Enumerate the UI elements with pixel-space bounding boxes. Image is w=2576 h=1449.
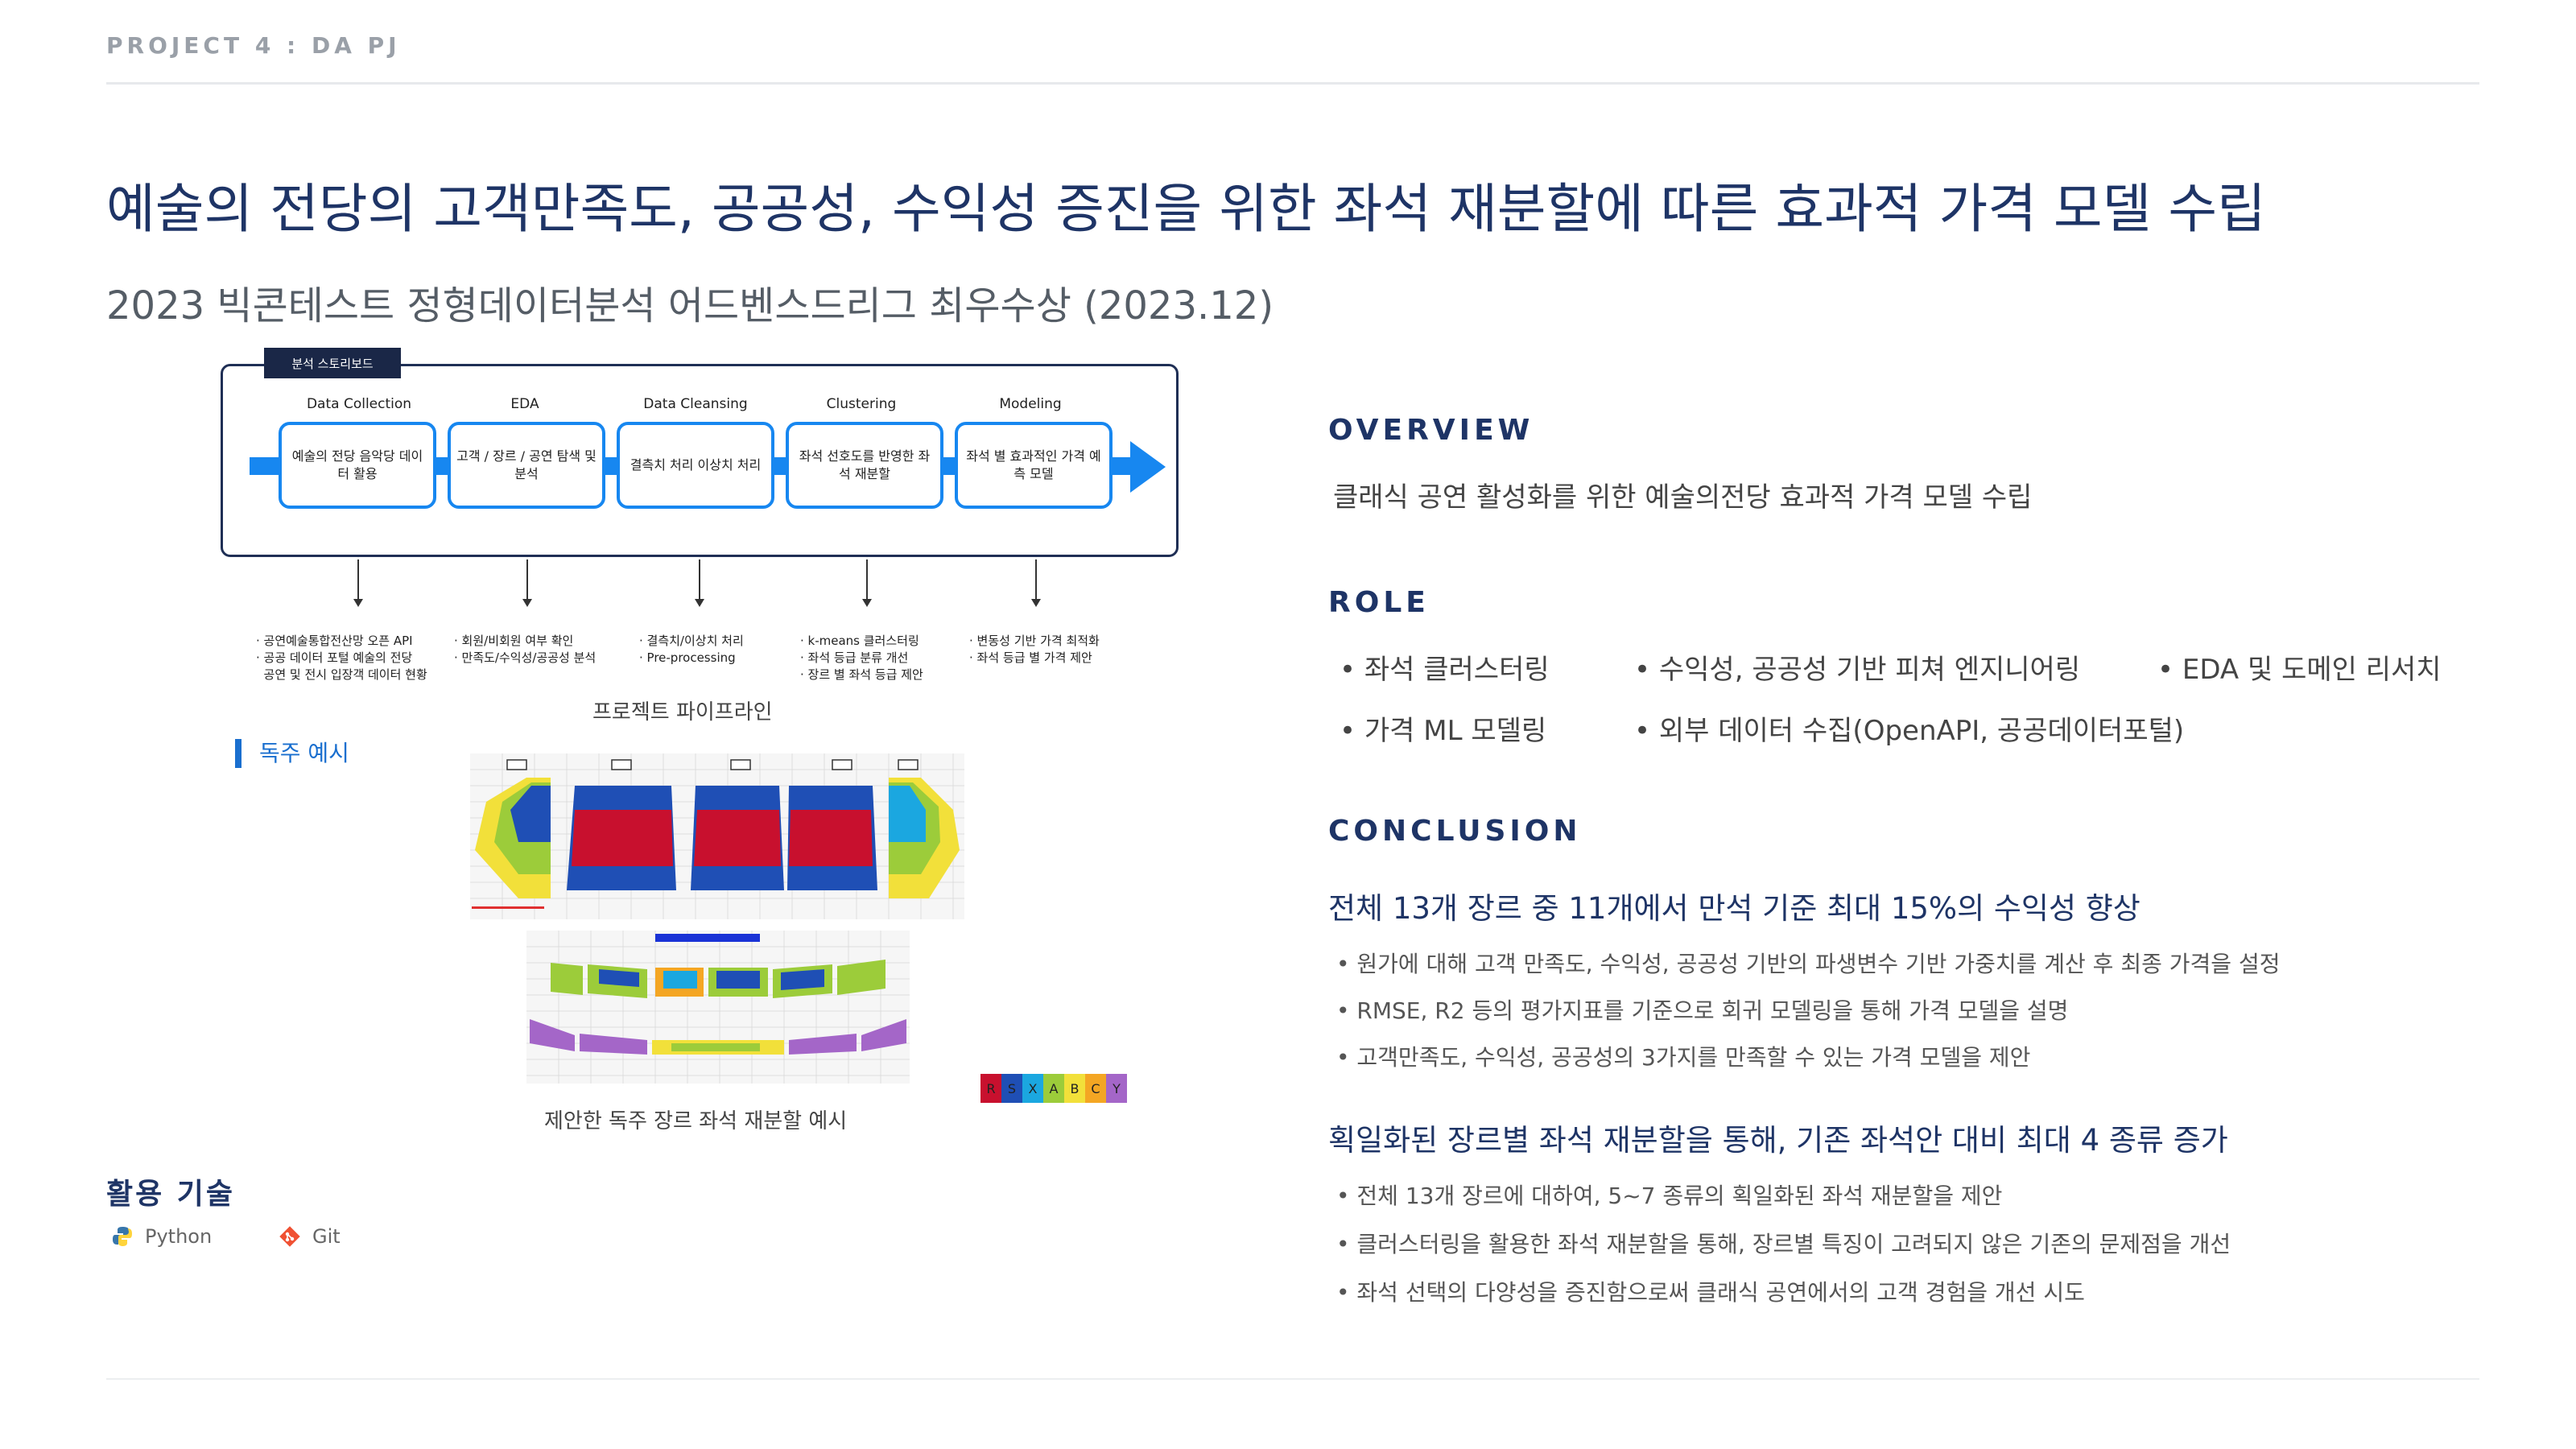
detail-line: · 결측치/이상치 처리: [639, 634, 744, 648]
page-title: 예술의 전당의 고객만족도, 공공성, 수익성 증진을 위한 좌석 재분할에 따…: [106, 178, 2266, 240]
git-icon: [279, 1226, 300, 1247]
detail-line: · 변동성 기반 가격 최적화: [969, 634, 1100, 648]
pipeline-tag: 분석 스토리보드: [264, 348, 401, 378]
conclusion-bullet: • 좌석 선택의 다양성을 증진함으로써 클래식 공연에서의 고객 경험을 개선…: [1336, 1279, 2085, 1306]
legend-s: S: [1001, 1074, 1022, 1103]
stage-box-modeling: 좌석 별 효과적인 가격 예측 모델: [955, 422, 1113, 509]
tech-name: Git: [312, 1225, 341, 1248]
stage-details-modeling: · 변동성 기반 가격 최적화 · 좌석 등급 별 가격 제안: [969, 633, 1100, 667]
stage-label-clustering: Clustering: [826, 396, 897, 412]
connector-arrow: [522, 599, 532, 607]
stage-label-modeling: Modeling: [999, 396, 1062, 412]
legend-a: A: [1043, 1074, 1064, 1103]
role-item: • EDA 및 도메인 리서치: [2157, 654, 2442, 686]
tech-name: Python: [145, 1225, 213, 1248]
detail-line: · 회원/비회원 여부 확인: [454, 634, 574, 648]
overview-text: 클래식 공연 활성화를 위한 예술의전당 효과적 가격 모델 수립: [1333, 481, 2033, 514]
tech-item-git: Git: [279, 1225, 341, 1248]
connector-line: [1035, 559, 1037, 601]
detail-line: · 만족도/수익성/공공성 분석: [454, 650, 597, 665]
detail-line: · 좌석 등급 분류 개선: [800, 650, 909, 665]
conclusion-bullet: • 고객만족도, 수익성, 공공성의 3가지를 만족할 수 있는 가격 모델을 …: [1336, 1044, 2031, 1071]
conclusion-heading: CONCLUSION: [1328, 815, 1582, 848]
connector-arrow: [353, 599, 363, 607]
connector-arrow: [1031, 599, 1041, 607]
stage-label-eda: EDA: [510, 396, 539, 412]
conclusion-bullet: • 원가에 대해 고객 만족도, 수익성, 공공성 기반의 파생변수 기반 가중…: [1336, 951, 2281, 977]
stage-box-clustering: 좌석 선호도를 반영한 좌석 재분할: [786, 422, 943, 509]
detail-line: · Pre-processing: [639, 650, 736, 665]
stage-label-cleansing: Data Cleansing: [643, 396, 748, 412]
role-item: • 좌석 클러스터링: [1340, 654, 1550, 686]
top-divider: [106, 82, 2479, 85]
conclusion-bullet: • 클러스터링을 활용한 좌석 재분할을 통해, 장르별 특징이 고려되지 않은…: [1336, 1231, 2231, 1257]
connector-line: [526, 559, 528, 601]
pipeline-frame: [221, 364, 1179, 557]
detail-line: · 장르 별 좌석 등급 제안: [800, 667, 923, 682]
stage-details-eda: · 회원/비회원 여부 확인 · 만족도/수익성/공공성 분석: [454, 633, 596, 667]
stage-details-collection: · 공연예술통합전산망 오픈 API · 공공 데이터 포털 예술의 전당 공연…: [256, 633, 427, 683]
proposed-seat-map-image: [526, 931, 910, 1084]
connector-arrow: [862, 599, 872, 607]
tech-item-python: Python: [111, 1225, 212, 1248]
connector-line: [357, 559, 359, 601]
connector-line: [866, 559, 868, 601]
stage-box-cleansing: 결측치 처리 이상치 처리: [617, 422, 774, 509]
overview-heading: OVERVIEW: [1328, 414, 1534, 447]
bottom-divider: [106, 1378, 2479, 1380]
detail-line: · 공연예술통합전산망 오픈 API: [256, 634, 413, 648]
connector-arrow: [695, 599, 704, 607]
detail-line: 공연 및 전시 입장객 데이터 현황: [256, 667, 427, 682]
pipeline-arrow-head: [1130, 441, 1166, 493]
conclusion-block-title: 전체 13개 장르 중 11개에서 만석 기준 최대 15%의 수익성 향상: [1328, 891, 2140, 926]
page-subtitle: 2023 빅콘테스트 정형데이터분석 어드벤스드리그 최우수상 (2023.12…: [106, 283, 1274, 328]
legend-r: R: [980, 1074, 1001, 1103]
conclusion-bullet: • 전체 13개 장르에 대하여, 5~7 종류의 획일화된 좌석 재분할을 제…: [1336, 1183, 2003, 1209]
role-item: • 수익성, 공공성 기반 피쳐 엔지니어링: [1634, 654, 2081, 686]
legend-b: B: [1064, 1074, 1085, 1103]
example-caption: 제안한 독주 장르 좌석 재분할 예시: [544, 1109, 848, 1133]
stage-label-collection: Data Collection: [306, 396, 412, 412]
stage-box-collection: 예술의 전당 음악당 데이터 활용: [279, 422, 436, 509]
original-seat-map-image: [470, 753, 964, 919]
python-icon: [113, 1227, 132, 1246]
seat-grade-legend: R S X A B C Y: [980, 1074, 1127, 1103]
conclusion-block-title: 획일화된 장르별 좌석 재분할을 통해, 기존 좌석안 대비 최대 4 종류 증…: [1328, 1123, 2228, 1158]
example-label: 독주 예시: [235, 739, 349, 768]
detail-line: · k-means 클러스터링: [800, 634, 919, 648]
stage-details-cleansing: · 결측치/이상치 처리 · Pre-processing: [639, 633, 744, 667]
stage-details-clustering: · k-means 클러스터링 · 좌석 등급 분류 개선 · 장르 별 좌석 …: [800, 633, 923, 683]
pipeline-caption: 프로젝트 파이프라인: [592, 700, 773, 724]
detail-line: · 좌석 등급 별 가격 제안: [969, 650, 1092, 665]
role-heading: ROLE: [1328, 586, 1430, 619]
project-label: PROJECT 4 : DA PJ: [106, 32, 401, 59]
conclusion-bullet: • RMSE, R2 등의 평가지표를 기준으로 회귀 모델링을 통해 가격 모…: [1336, 997, 2069, 1024]
legend-x: X: [1022, 1074, 1043, 1103]
tech-title: 활용 기술: [106, 1178, 236, 1211]
role-item: • 외부 데이터 수집(OpenAPI, 공공데이터포털): [1634, 715, 2185, 747]
role-item: • 가격 ML 모델링: [1340, 715, 1547, 747]
connector-line: [699, 559, 700, 601]
detail-line: · 공공 데이터 포털 예술의 전당: [256, 650, 413, 665]
legend-c: C: [1085, 1074, 1106, 1103]
legend-y: Y: [1106, 1074, 1127, 1103]
stage-box-eda: 고객 / 장르 / 공연 탐색 및 분석: [448, 422, 605, 509]
